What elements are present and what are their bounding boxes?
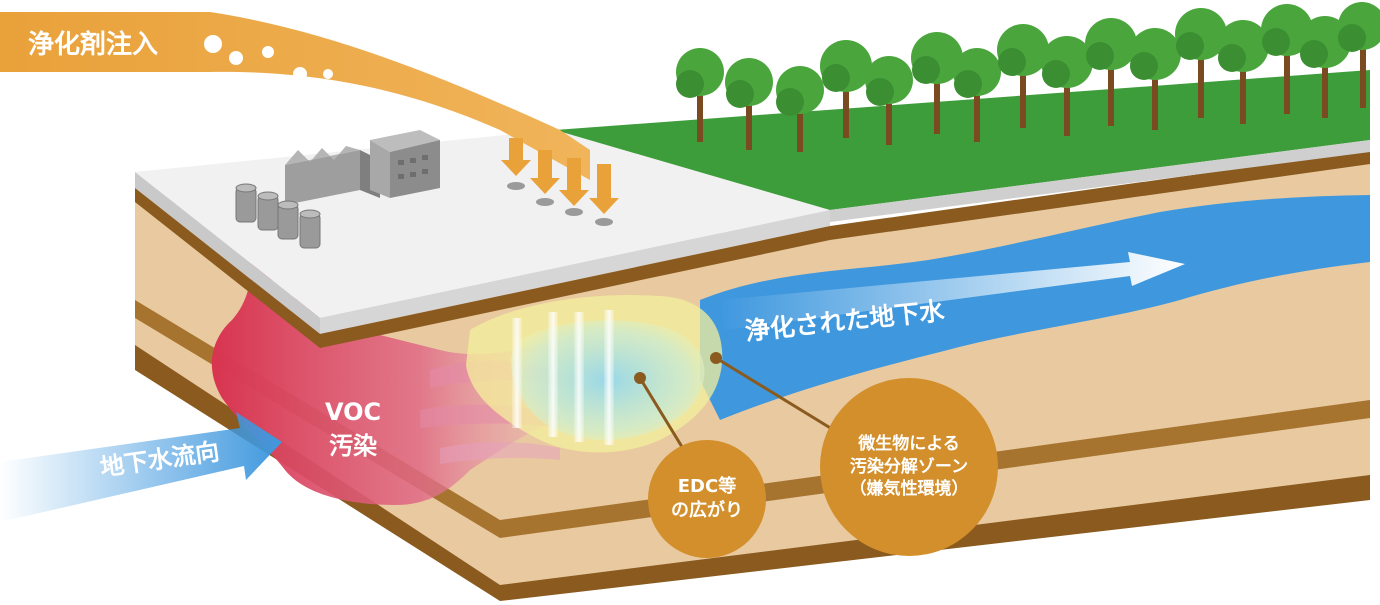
surface-edge-front [135,172,320,334]
surface-band-side [320,150,1370,348]
microbe-badge-line-1: 微生物による [858,433,960,454]
groundwater-inflow-arrow [0,412,282,522]
injection-well-1 [512,318,522,428]
injection-well-2 [548,312,558,437]
injection-bubbles [204,35,431,115]
microbe-badge-line-3: （嫌気性環境） [849,479,969,500]
microbe-leader-dot [710,352,722,364]
microbe-zone-badge: 微生物による 汚染分解ゾーン （嫌気性環境） [820,378,998,556]
edc-leader-dot [634,372,646,384]
microbe-leader-line [715,356,851,442]
grass-edge [830,140,1370,222]
injection-down-arrows [501,138,619,214]
edc-badge-line-1: EDC等 [677,475,737,497]
purified-flow-arrow [720,252,1185,330]
forest [676,2,1380,152]
injection-well-4 [604,310,614,445]
voc-label-line-1: VOC [325,398,382,426]
microbe-badge-line-2: 汚染分解ゾーン [849,456,969,477]
grass-area [555,70,1370,210]
groundwater-river [700,195,1370,420]
injection-wellheads [507,182,613,226]
chemical-drums [235,183,321,249]
surface-band-front [135,188,320,348]
edc-spread-badge: EDC等 の広がり [648,440,766,558]
edc-badge-line-2: の広がり [671,500,743,521]
injection-arrow-band [0,12,590,180]
voc-label-line-2: 汚染 [329,431,378,460]
factory-building [285,130,440,205]
injection-well-3 [574,312,584,442]
injection-label: 浄化剤注入 [28,30,159,60]
voc-plume-finger-3 [440,442,560,464]
surface-edge-side [320,210,830,334]
voc-label: VOC 汚染 [325,396,381,463]
